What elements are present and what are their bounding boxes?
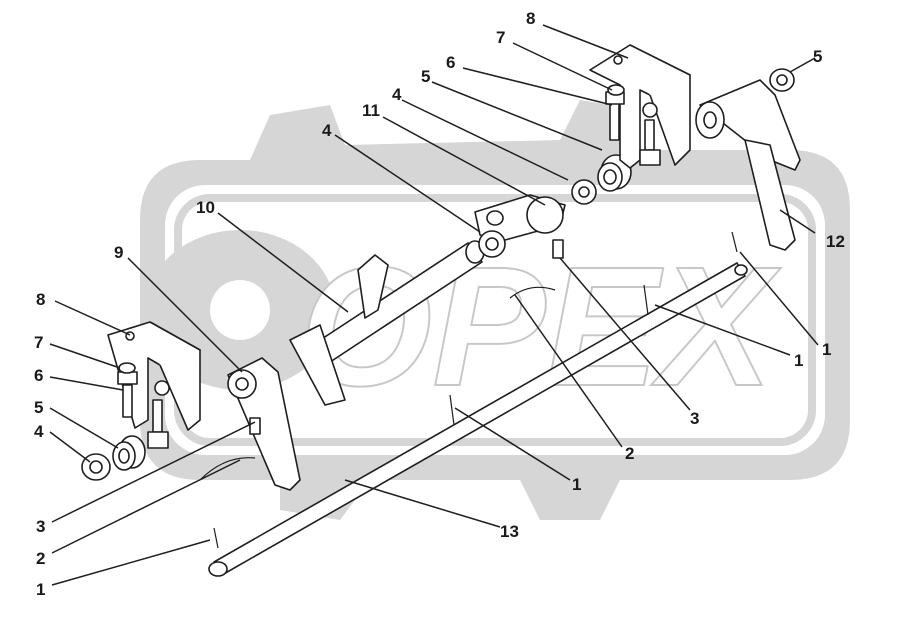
callout-5-far-right: 5	[813, 47, 822, 66]
callout-2-right: 2	[625, 444, 634, 463]
washer-7-left	[118, 362, 136, 374]
callout-1-right: 1	[794, 351, 803, 370]
callout-11: 11	[362, 101, 380, 120]
spring-2-b	[509, 286, 556, 299]
callout-4-upper-b: 4	[322, 121, 332, 140]
link-arm	[289, 254, 389, 406]
callout-12: 12	[826, 232, 845, 251]
pin-1-d	[731, 231, 738, 253]
bushing-left	[112, 435, 146, 471]
callout-13: 13	[500, 522, 519, 541]
washer-4-left	[81, 453, 111, 481]
callout-4-upper-a: 4	[392, 85, 402, 104]
callout-9: 9	[114, 243, 123, 262]
callout-7-right: 7	[496, 28, 505, 47]
bolt-left	[117, 371, 169, 449]
pin-1-b	[449, 394, 455, 426]
washer-4-upper	[478, 230, 506, 258]
callout-3-right: 3	[690, 409, 699, 428]
callout-1-far-right: 1	[822, 340, 831, 359]
callout-1-left: 1	[36, 580, 45, 599]
fitting-3-upper	[552, 239, 564, 259]
lever-9	[227, 357, 301, 491]
callout-8-left: 8	[36, 290, 45, 309]
spring-2-a	[199, 457, 256, 481]
washer-4-right	[571, 179, 597, 205]
lever-11	[474, 194, 566, 241]
pin-1-a	[213, 527, 219, 549]
callout-6-right: 6	[446, 53, 455, 72]
callout-1-middle: 1	[572, 475, 581, 494]
bolt-right	[605, 91, 661, 166]
watermark-letter-o-hole	[210, 280, 270, 340]
callout-3-left: 3	[36, 517, 45, 536]
callout-6-left: 6	[34, 366, 43, 385]
leader-lines	[49, 24, 819, 586]
watermark-logo: OPEX	[140, 100, 850, 520]
callout-10: 10	[196, 198, 215, 217]
callout-5-right: 5	[421, 67, 430, 86]
washer-7-right	[607, 84, 625, 96]
callout-4-left: 4	[34, 422, 44, 441]
washer-5-far-right	[769, 68, 795, 92]
callout-7-left: 7	[34, 333, 43, 352]
callout-8-right: 8	[526, 9, 535, 28]
callout-2-left: 2	[36, 549, 45, 568]
pin-1-c	[643, 284, 649, 316]
bracket-right	[589, 44, 691, 169]
lever-12	[695, 79, 801, 251]
callout-5-left: 5	[34, 398, 43, 417]
callouts: 8 7 6 5 4 11 4 5 10 9 8 7 6 5 4 3 2 1 12…	[34, 9, 845, 599]
